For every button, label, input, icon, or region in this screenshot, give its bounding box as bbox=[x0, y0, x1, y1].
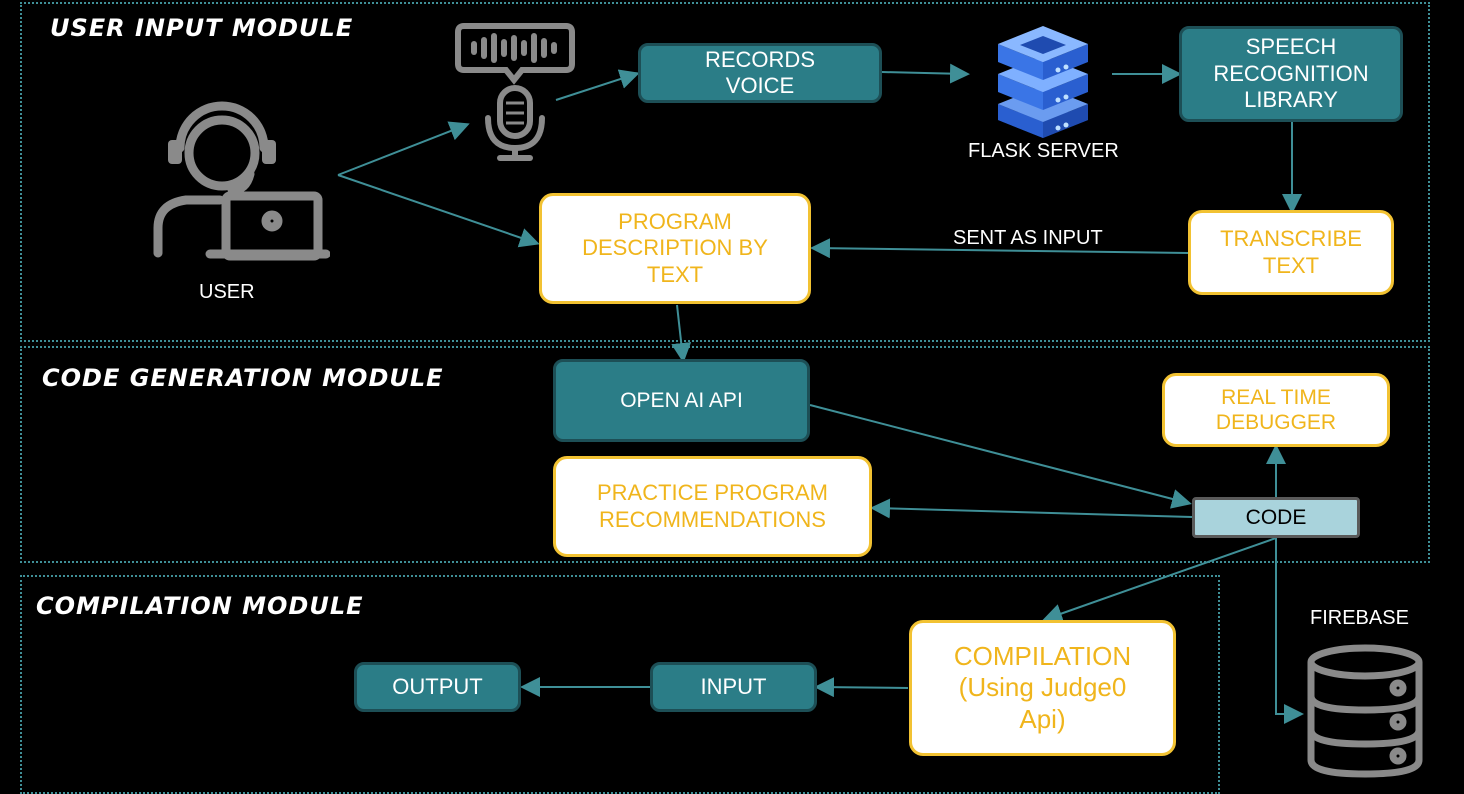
arrow-transcribe-to-description bbox=[810, 238, 1189, 259]
arrow-openai-to-code bbox=[809, 404, 1192, 509]
code-generation-module-title: CODE GENERATION MODULE bbox=[42, 364, 444, 392]
arrow-user-to-mic bbox=[337, 121, 470, 176]
input-box: INPUT bbox=[650, 662, 817, 712]
sent-as-input-label: SENT AS INPUT bbox=[953, 227, 1103, 249]
compilation-module-frame bbox=[20, 575, 1220, 794]
user-label: USER bbox=[199, 281, 255, 303]
firebase-label: FIREBASE bbox=[1310, 607, 1409, 629]
records-voice-box: RECORDS VOICE bbox=[638, 43, 882, 103]
code-box: CODE bbox=[1192, 497, 1360, 538]
microphone-waveform-icon bbox=[455, 23, 575, 161]
arrow-code-to-recommendations bbox=[870, 498, 1193, 519]
speech-recognition-box: SPEECH RECOGNITION LIBRARY bbox=[1179, 26, 1403, 122]
practice-recommendations-box: PRACTICE PROGRAM RECOMMENDATIONS bbox=[553, 456, 872, 557]
user-laptop-icon bbox=[153, 101, 330, 261]
arrow-records-to-flask bbox=[881, 63, 970, 84]
arrow-code-to-firebase bbox=[1275, 538, 1304, 724]
user-input-module-title: USER INPUT MODULE bbox=[50, 14, 354, 42]
user-input-module-frame bbox=[20, 2, 1430, 342]
arrow-code-to-compilation bbox=[1042, 537, 1277, 624]
program-description-box: PROGRAM DESCRIPTION BY TEXT bbox=[539, 193, 811, 304]
real-time-debugger-box: REAL TIME DEBUGGER bbox=[1162, 373, 1390, 447]
code-generation-module-frame bbox=[20, 346, 1430, 563]
database-icon bbox=[1307, 644, 1423, 778]
arrow-mic-to-records bbox=[555, 69, 640, 101]
server-stack-icon bbox=[998, 26, 1088, 138]
compilation-box: COMPILATION (Using Judge0 Api) bbox=[909, 620, 1176, 756]
transcribe-text-box: TRANSCRIBE TEXT bbox=[1188, 210, 1394, 295]
arrow-compilation-to-input bbox=[814, 677, 909, 698]
output-box: OUTPUT bbox=[354, 662, 521, 712]
arrow-description-to-openai bbox=[671, 304, 692, 363]
arrow-user-to-description bbox=[337, 174, 540, 248]
compilation-module-title: COMPILATION MODULE bbox=[36, 592, 364, 620]
flask-server-label: FLASK SERVER bbox=[968, 140, 1119, 162]
open-ai-api-box: OPEN AI API bbox=[553, 359, 810, 442]
